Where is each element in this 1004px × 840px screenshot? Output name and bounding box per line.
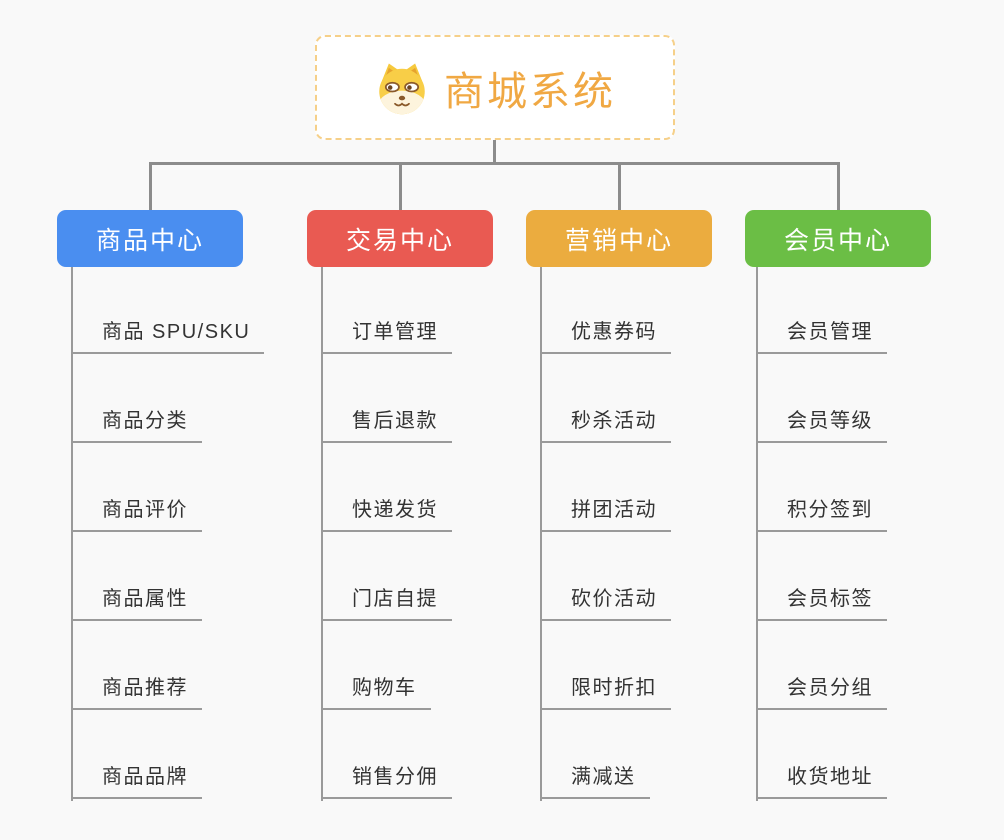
branch-guide-line <box>71 267 73 801</box>
branch-node[interactable]: 商品中心 <box>57 210 243 267</box>
branch-item[interactable]: 门店自提 <box>321 587 452 621</box>
branch-item[interactable]: 销售分佣 <box>321 765 452 799</box>
branch-item[interactable]: 限时折扣 <box>540 676 671 710</box>
branch-guide-line <box>540 267 542 801</box>
branch-item[interactable]: 商品推荐 <box>71 676 202 710</box>
branch-guide-line <box>756 267 758 801</box>
branch-item[interactable]: 商品分类 <box>71 409 202 443</box>
branch-node[interactable]: 会员中心 <box>745 210 931 267</box>
branch-item[interactable]: 会员分组 <box>756 676 887 710</box>
branch-item[interactable]: 售后退款 <box>321 409 452 443</box>
branch-item[interactable]: 积分签到 <box>756 498 887 532</box>
branch-item[interactable]: 会员管理 <box>756 320 887 354</box>
root-title: 商城系统 <box>444 69 616 114</box>
connector-horizontal-bus <box>149 162 840 165</box>
connector-root-stem <box>493 140 496 164</box>
branch-item[interactable]: 商品品牌 <box>71 765 202 799</box>
branch-item[interactable]: 购物车 <box>321 676 431 710</box>
connector-drop-4 <box>836 162 840 210</box>
branch-item[interactable]: 会员标签 <box>756 587 887 621</box>
connector-drop-1 <box>148 162 152 210</box>
branch-node[interactable]: 营销中心 <box>526 210 712 267</box>
branch-item[interactable]: 商品属性 <box>71 587 202 621</box>
branch-item[interactable]: 订单管理 <box>321 320 452 354</box>
branch-item[interactable]: 优惠券码 <box>540 320 671 354</box>
branch-item[interactable]: 商品评价 <box>71 498 202 532</box>
branch-item[interactable]: 拼团活动 <box>540 498 671 532</box>
branch-node[interactable]: 交易中心 <box>307 210 493 267</box>
branch-item[interactable]: 会员等级 <box>756 409 887 443</box>
branch-item[interactable]: 收货地址 <box>756 765 887 799</box>
branch-item[interactable]: 秒杀活动 <box>540 409 671 443</box>
connector-drop-3 <box>617 162 621 210</box>
root-node-mall-system[interactable]: 商城系统 <box>315 35 675 140</box>
branch-item[interactable]: 满减送 <box>540 765 650 799</box>
connector-drop-2 <box>398 162 402 210</box>
branch-item[interactable]: 砍价活动 <box>540 587 671 621</box>
branch-item[interactable]: 快递发货 <box>321 498 452 532</box>
shiba-dog-icon <box>379 63 425 114</box>
branch-guide-line <box>321 267 323 801</box>
branch-item[interactable]: 商品 SPU/SKU <box>71 320 265 354</box>
